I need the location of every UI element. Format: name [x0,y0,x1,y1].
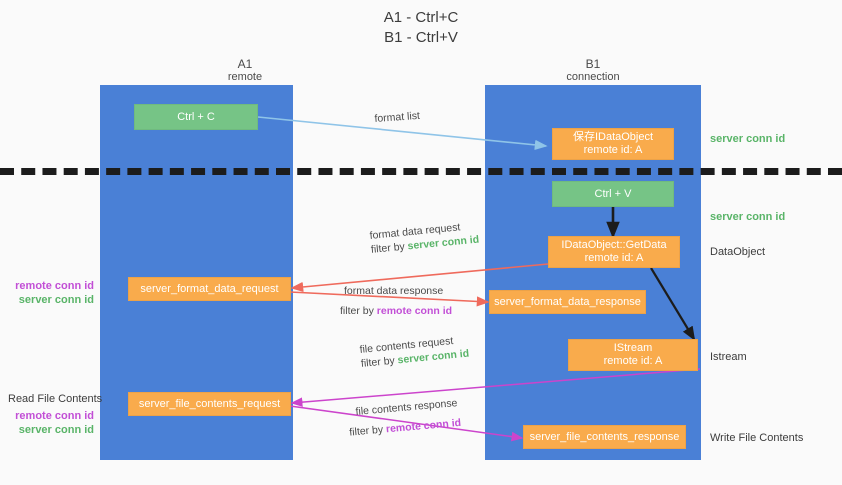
annotation-left-server-conn-id-2: server conn id [18,424,94,436]
edge-label-file-contents-response-title: file contents response [355,397,458,418]
lane-header-b1-name: B1 [585,57,601,71]
box-istream-line1: IStream [613,342,653,354]
box-ctrl-c[interactable]: Ctrl + C [134,104,258,130]
annotation-left-remote-conn-id-2: remote conn id [15,410,94,422]
box-server-format-data-response[interactable]: server_format_data_response [489,290,646,314]
box-save-idataobject-line1: 保存IDataObject [572,131,654,143]
annotation-write-file-contents: Write File Contents [710,432,804,444]
lane-header-a1-name: A1 [237,57,253,71]
annotation-server-conn-id-top: server conn id [710,133,786,145]
box-ctrl-v-label: Ctrl + V [594,187,632,200]
box-getdata-line1: IDataObject::GetData [561,239,667,251]
box-idataobject-getdata[interactable]: IDataObject::GetData remote id: A [548,236,680,268]
box-server-format-data-request-label: server_format_data_request [140,282,279,295]
box-istream[interactable]: IStream remote id: A [568,339,698,371]
key-remote-conn-id: remote conn id [385,416,462,436]
annotation-left-conn-ids-2: remote conn id server conn id [8,409,94,437]
box-server-format-data-response-label: server_format_data_response [494,295,641,308]
lane-header-b1: B1 connection [485,58,701,84]
box-server-file-contents-request[interactable]: server_file_contents_request [128,392,291,416]
box-save-idataobject-line2: remote id: A [583,144,643,156]
annotation-dataobject: DataObject [710,246,766,258]
box-ctrl-v[interactable]: Ctrl + V [552,181,674,207]
edge-label-format-data-response-title: format data response [344,285,444,297]
page-title: A1 - Ctrl+C B1 - Ctrl+V [0,8,842,48]
edge-label-file-contents-response-filter: filter by remote conn id [348,416,462,439]
edge-label-format-data-response: format data response filter by remote co… [340,284,452,318]
annotation-istream: Istream [710,351,747,363]
title-line-1: A1 - Ctrl+C [383,9,459,26]
box-ctrl-c-label: Ctrl + C [177,110,215,123]
edge-label-format-data-response-filter: filter by remote conn id [340,305,453,317]
annotation-left-server-conn-id-1: server conn id [18,294,94,306]
box-getdata-line2: remote id: A [584,252,644,264]
key-remote-conn-id: remote conn id [376,305,453,317]
box-server-file-contents-request-label: server_file_contents_request [138,397,281,410]
edge-label-file-contents-response: file contents response filter by remote … [349,396,462,439]
box-server-format-data-request[interactable]: server_format_data_request [128,277,291,301]
annotation-server-conn-id-mid: server conn id [710,211,786,223]
box-save-idataobject[interactable]: 保存IDataObject remote id: A [552,128,674,160]
title-line-2: B1 - Ctrl+V [384,29,458,46]
lane-header-b1-sub: connection [566,71,620,83]
annotation-read-file-contents: Read File Contents [8,393,103,405]
annotation-left-remote-conn-id-1: remote conn id [15,280,94,292]
edge-label-format-list: format list [374,109,421,125]
edge-label-format-data-request: format data request filter by server con… [369,219,480,257]
box-server-file-contents-response-label: server_file_contents_response [529,430,680,443]
lane-header-a1-sub: remote [227,71,263,83]
lane-header-a1: A1 remote [100,58,390,84]
annotation-left-conn-ids-1: remote conn id server conn id [8,279,94,307]
separator-dashed-line [0,168,842,175]
box-server-file-contents-response[interactable]: server_file_contents_response [523,425,686,449]
box-istream-line2: remote id: A [603,355,663,367]
edge-label-file-contents-request: file contents request filter by server c… [359,333,470,371]
